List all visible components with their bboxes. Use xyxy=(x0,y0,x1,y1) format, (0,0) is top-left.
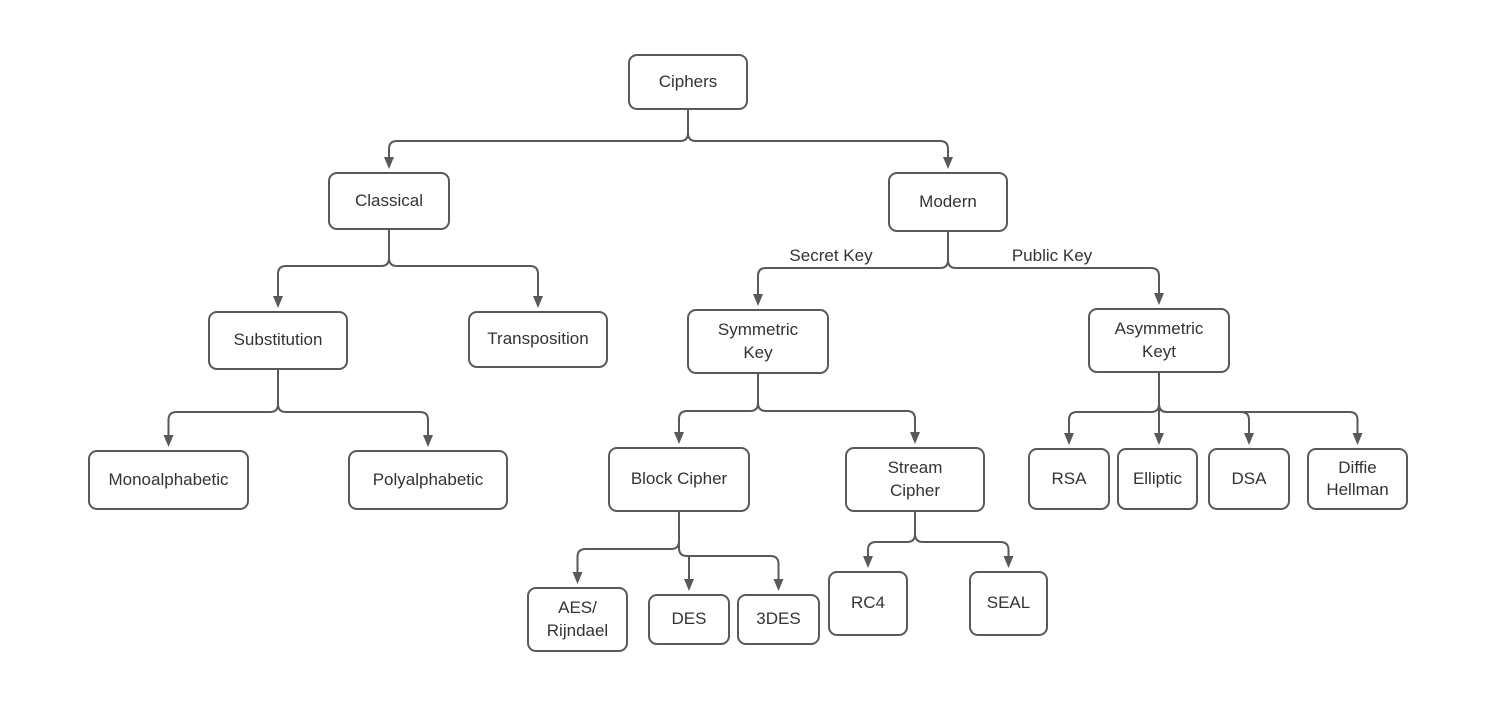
edge-ciphers-classical xyxy=(384,110,689,169)
node-dsa: DSA xyxy=(1208,448,1290,510)
node-symmetric-key: Symmetric Key xyxy=(687,309,829,374)
node-substitution: Substitution xyxy=(208,311,348,370)
node-stream-cipher: Stream Cipher xyxy=(845,447,985,512)
edge-label-public-key: Public Key xyxy=(992,246,1112,266)
edge-classical-transposition xyxy=(388,230,543,308)
node-aes-rijndael: AES/ Rijndael xyxy=(527,587,628,652)
edge-modern-asymmetric xyxy=(947,232,1164,305)
edge-asymmetric-dsa xyxy=(1158,373,1254,445)
node-seal: SEAL xyxy=(969,571,1048,636)
node-rsa: RSA xyxy=(1028,448,1110,510)
edge-asymmetric-rsa xyxy=(1064,373,1160,445)
node-3des: 3DES xyxy=(737,594,820,645)
edge-classical-substitution xyxy=(273,230,390,308)
node-classical: Classical xyxy=(328,172,450,230)
edge-substitution-polyalphabetic xyxy=(277,370,433,447)
edge-block-3des xyxy=(678,512,784,591)
edge-stream-rc4 xyxy=(863,512,916,568)
node-rc4: RC4 xyxy=(828,571,908,636)
node-block-cipher: Block Cipher xyxy=(608,447,750,512)
edge-stream-seal xyxy=(914,512,1014,568)
edge-ciphers-modern xyxy=(687,110,953,169)
node-modern: Modern xyxy=(888,172,1008,232)
node-ciphers: Ciphers xyxy=(628,54,748,110)
edge-asymmetric-diffie xyxy=(1158,373,1363,445)
edge-symmetric-stream xyxy=(757,374,920,444)
node-transposition: Transposition xyxy=(468,311,608,368)
node-diffie-hellman: Diffie Hellman xyxy=(1307,448,1408,510)
node-monoalphabetic: Monoalphabetic xyxy=(88,450,249,510)
edge-symmetric-block xyxy=(674,374,759,444)
edge-label-secret-key: Secret Key xyxy=(770,246,892,266)
edge-substitution-monoalphabetic xyxy=(163,370,279,447)
edge-block-aes xyxy=(572,512,680,584)
node-polyalphabetic: Polyalphabetic xyxy=(348,450,508,510)
node-asymmetric-key: Asymmetric Keyt xyxy=(1088,308,1230,373)
node-elliptic: Elliptic xyxy=(1117,448,1198,510)
node-des: DES xyxy=(648,594,730,645)
